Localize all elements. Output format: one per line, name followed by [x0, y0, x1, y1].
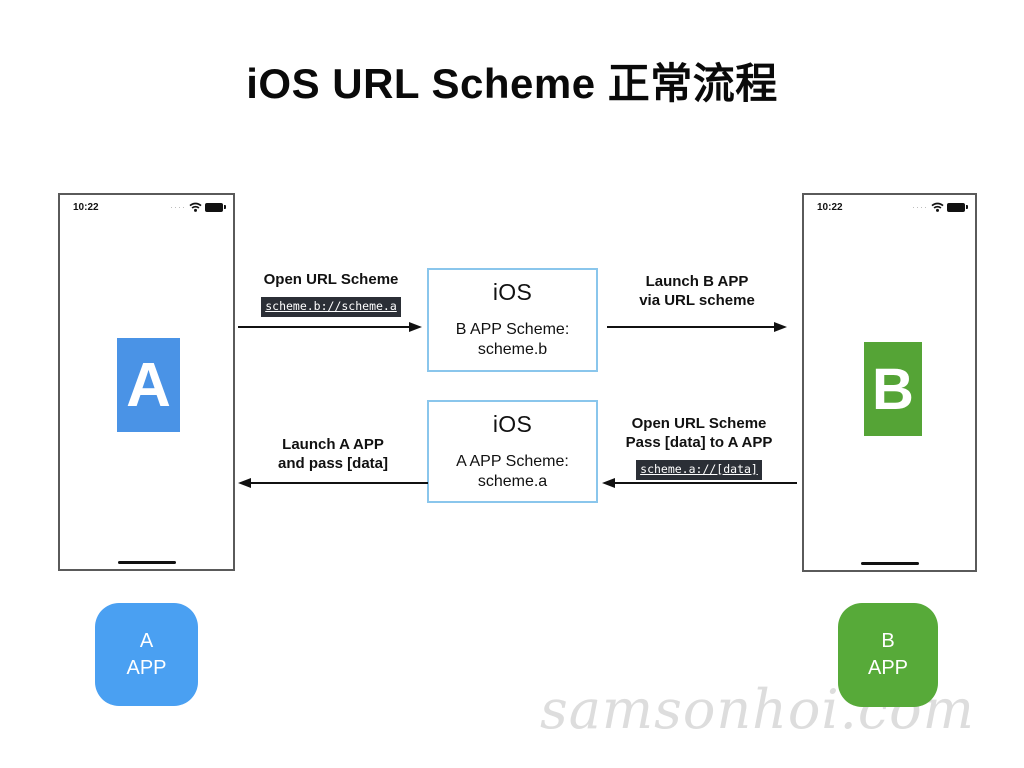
wifi-icon: [189, 202, 202, 212]
phone-b-statusbar: 10:22 ····: [804, 200, 975, 216]
app-b-icon-label: APP: [867, 657, 909, 679]
step3-text-line1: Open URL Scheme: [631, 415, 767, 432]
step1-label: Open URL Scheme scheme.b://scheme.a: [240, 270, 422, 317]
step1-url-scheme-code: scheme.b://scheme.a: [261, 297, 401, 317]
page-title: iOS URL Scheme 正常流程: [246, 60, 778, 107]
ios-box-scheme-value: scheme.b: [477, 341, 548, 358]
ios-box-title: iOS: [492, 411, 533, 437]
arrow-a-to-ios: [238, 326, 410, 328]
battery-icon: [205, 202, 226, 212]
arrow-ios-to-b: [607, 326, 775, 328]
step4-text-line2: and pass [data]: [277, 455, 389, 472]
phone-b-frame: 10:22 ···· B: [802, 193, 977, 572]
step2-text-line1: Launch B APP: [645, 273, 749, 290]
app-b-icon-letter: B: [881, 630, 895, 652]
wifi-icon: [931, 202, 944, 212]
step4-label: Launch A APP and pass [data]: [243, 435, 423, 473]
statusbar-icons: ····: [912, 201, 968, 213]
app-a-icon: A APP: [95, 603, 198, 706]
battery-icon: [947, 202, 968, 212]
step3-text-line2: Pass [data] to A APP: [625, 434, 773, 451]
app-a-icon-label: APP: [126, 656, 167, 679]
step3-label: Open URL Scheme Pass [data] to A APP sch…: [602, 414, 796, 480]
home-indicator: [860, 562, 919, 565]
step2-label: Launch B APP via URL scheme: [605, 272, 789, 310]
statusbar-time: 10:22: [73, 202, 99, 213]
cellular-signal-icon: ····: [912, 202, 928, 212]
step4-text-line1: Launch A APP: [282, 436, 384, 453]
watermark-text: samsonhoi.com: [540, 678, 975, 741]
ios-box-a-scheme: iOS A APP Scheme: scheme.a: [427, 400, 598, 503]
step3-url-scheme-code: scheme.a://[data]: [636, 460, 762, 480]
app-b-icon: B APP: [838, 603, 938, 707]
step2-text-line2: via URL scheme: [639, 292, 755, 309]
statusbar-icons: ····: [170, 201, 226, 213]
ios-box-scheme-label: A APP Scheme:: [456, 453, 569, 470]
statusbar-time: 10:22: [817, 202, 843, 213]
phone-a-statusbar: 10:22 ····: [60, 200, 233, 216]
step1-text: Open URL Scheme: [263, 271, 399, 288]
app-b-screen-logo: B: [864, 342, 922, 436]
ios-box-scheme-value: scheme.a: [477, 473, 548, 490]
app-a-icon-letter: A: [139, 629, 154, 652]
arrow-ios-to-a: [250, 482, 428, 484]
ios-box-b-scheme: iOS B APP Scheme: scheme.b: [427, 268, 598, 372]
app-a-screen-logo: A: [117, 338, 180, 432]
phone-a-frame: 10:22 ···· A: [58, 193, 235, 571]
ios-box-title: iOS: [492, 279, 533, 305]
ios-box-scheme-label: B APP Scheme:: [455, 321, 570, 338]
cellular-signal-icon: ····: [170, 202, 186, 212]
arrow-b-to-ios: [614, 482, 797, 484]
home-indicator: [117, 561, 176, 564]
